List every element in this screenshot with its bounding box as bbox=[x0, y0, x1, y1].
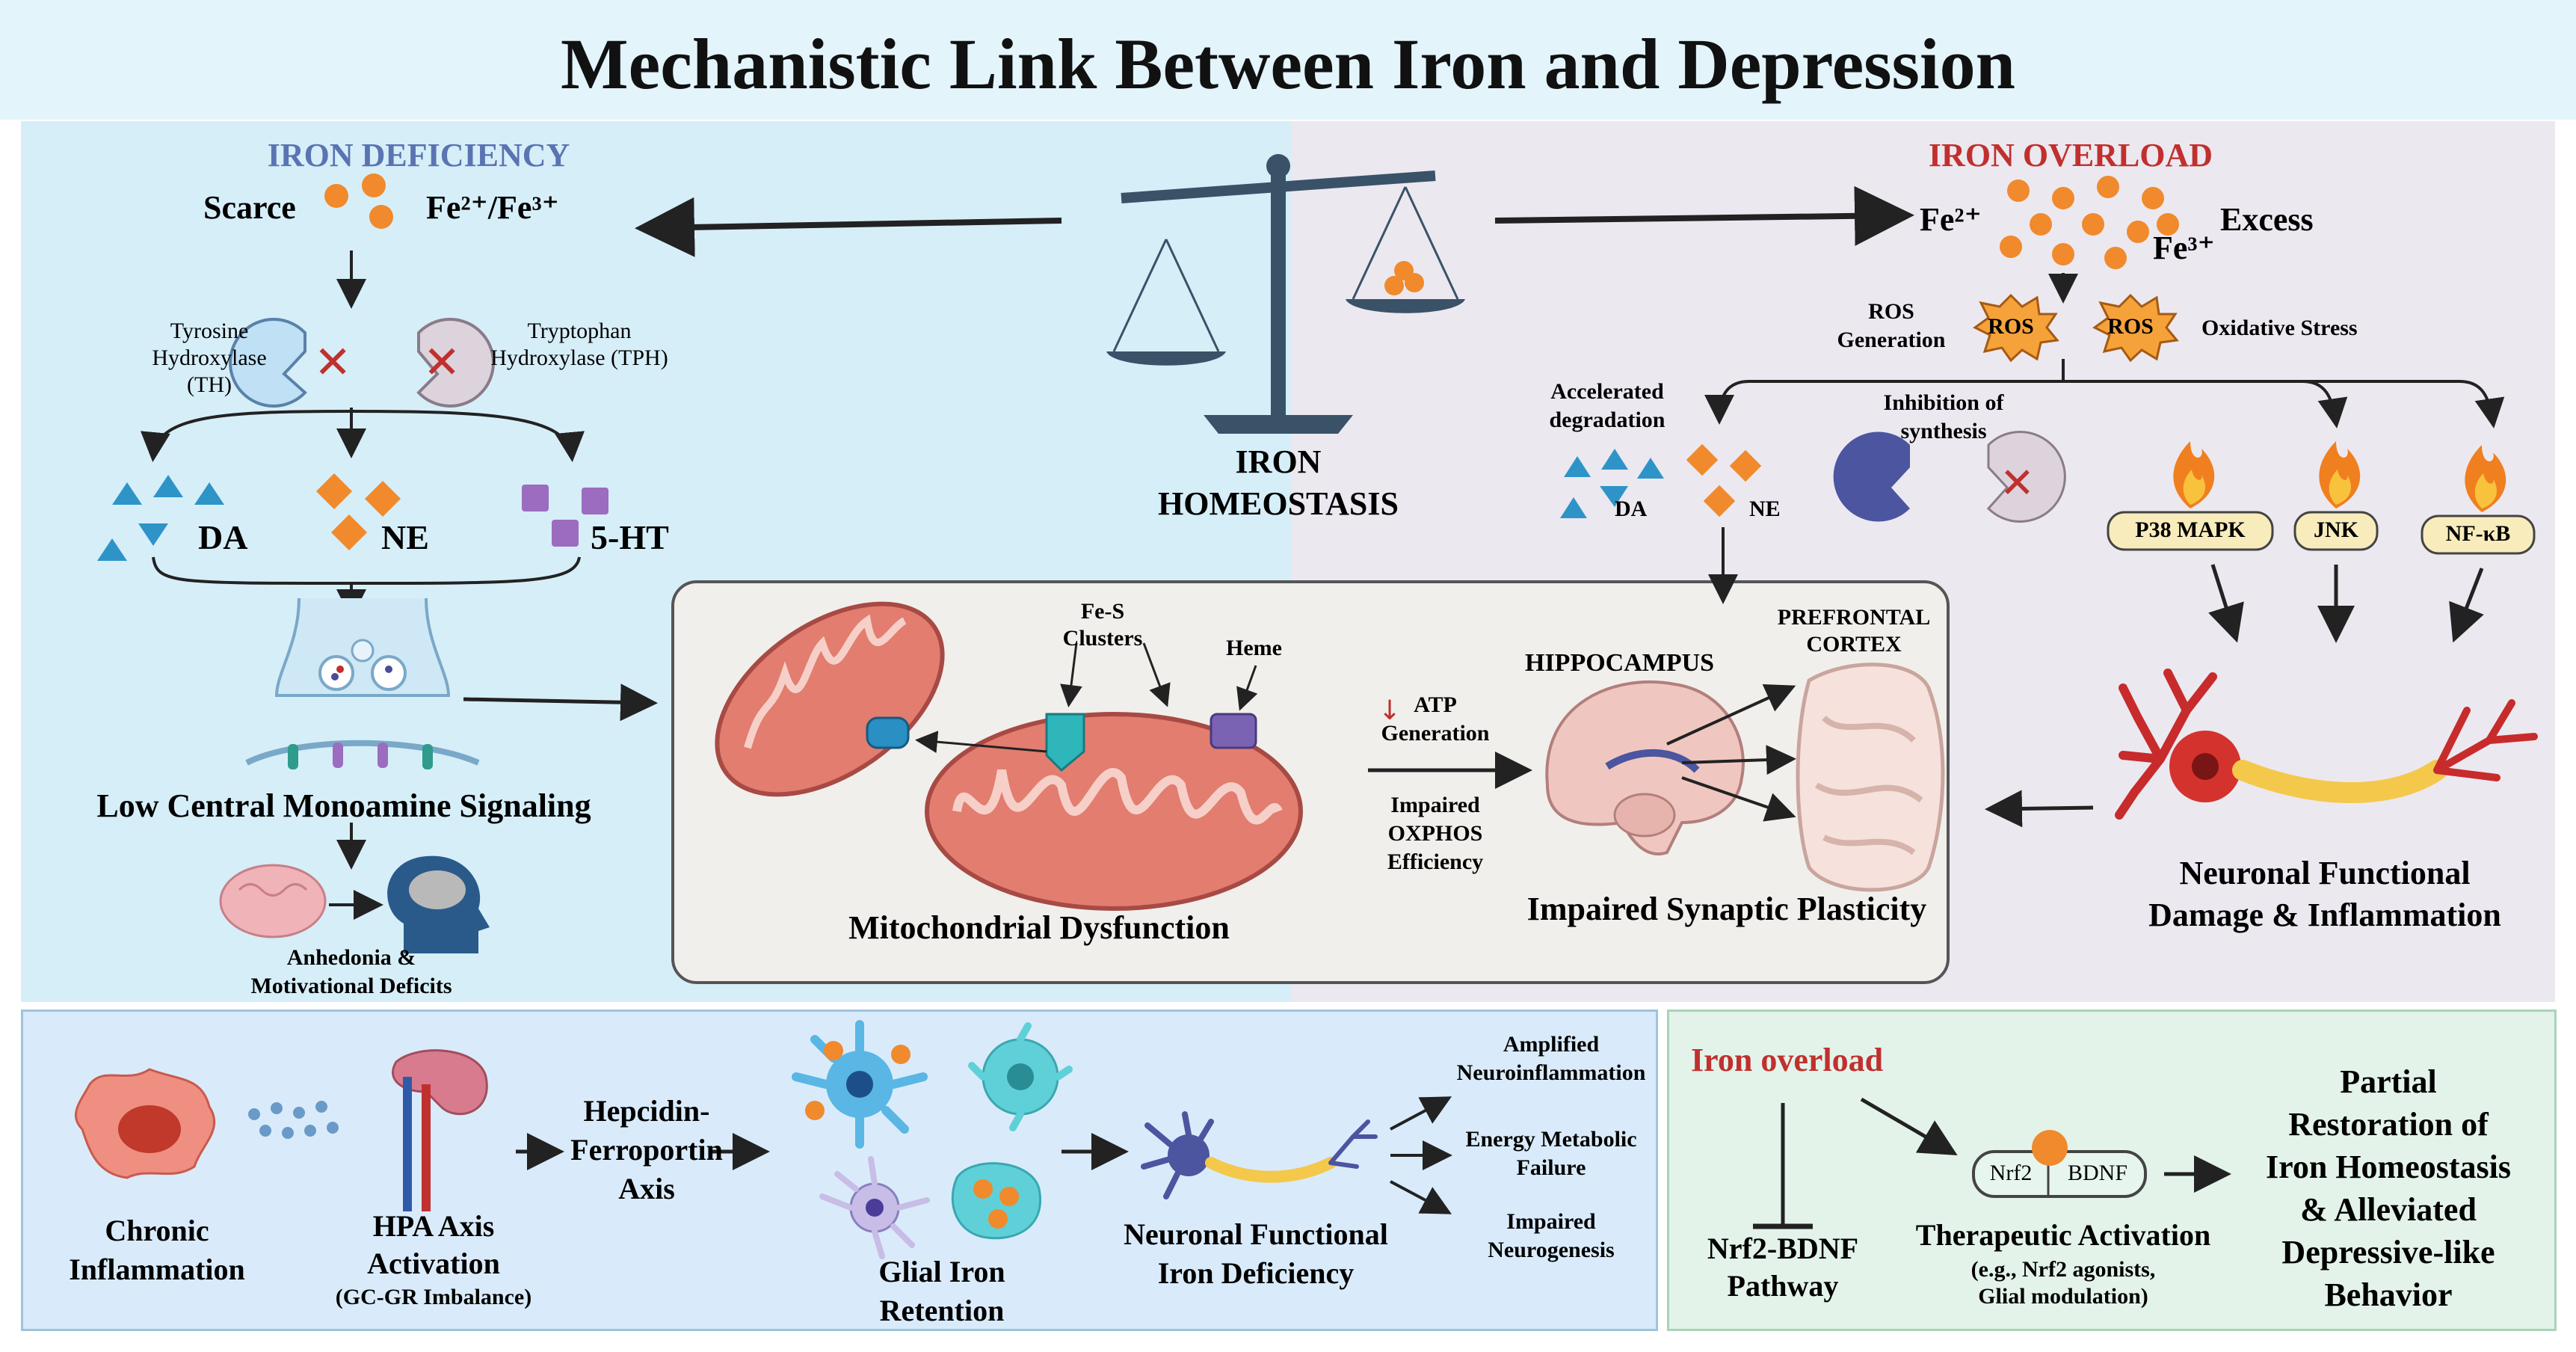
adrenal-kidney-icon bbox=[392, 1049, 488, 1211]
therapeutic-activation-label: Therapeutic Activation bbox=[1915, 1218, 2211, 1252]
inhibited-enzyme-blue-icon bbox=[1833, 431, 1910, 522]
da-triangles bbox=[97, 475, 224, 561]
arrow-to-deficiency bbox=[635, 197, 1062, 257]
nfkb-pill bbox=[2421, 514, 2536, 555]
oxidative-stress-label: Oxidative Stress bbox=[2201, 316, 2358, 340]
activator-dot bbox=[2032, 1130, 2068, 1166]
tph-enzyme-icon: ✕ bbox=[416, 318, 495, 408]
gc-gr-label: (GC-GR Imbalance) bbox=[335, 1285, 532, 1309]
anhedonia-label: Anhedonia &Motivational Deficits bbox=[250, 945, 452, 998]
accelerated-da-triangles bbox=[1560, 449, 1664, 518]
mitochondrion-small-icon bbox=[715, 601, 945, 797]
th-enzyme-icon: ✕ bbox=[229, 318, 351, 408]
ros-star-right bbox=[2092, 293, 2179, 363]
inflamed-cell-icon bbox=[74, 1068, 216, 1179]
inhibited-enzyme-grey-icon: ✕ bbox=[1986, 431, 2066, 523]
therapeutic-examples-label: (e.g., Nrf2 agonists,Glial modulation) bbox=[1970, 1257, 2156, 1309]
svg-text:✕: ✕ bbox=[2000, 459, 2035, 508]
arrow-to-overload bbox=[1494, 185, 1914, 246]
jnk-label: JNK bbox=[2314, 517, 2358, 542]
flame-icon-jnk bbox=[2319, 441, 2361, 508]
svg-text:✕: ✕ bbox=[314, 337, 351, 389]
prefrontal-slice-icon bbox=[1796, 663, 1945, 892]
scarce-label: Scarce bbox=[203, 189, 296, 226]
fe2-label: Fe²⁺ bbox=[1920, 201, 1982, 238]
glial-cell-round-icon bbox=[951, 1162, 1041, 1240]
brain-sagittal-icon bbox=[1545, 680, 1745, 855]
glial-cell-teal-icon bbox=[968, 1022, 1073, 1131]
glial-cell-blue-icon bbox=[792, 1020, 928, 1149]
synapse-icon bbox=[245, 597, 480, 769]
fe3-label: Fe³⁺ bbox=[2153, 230, 2215, 266]
mitochondrion-large-icon bbox=[925, 712, 1303, 911]
monoamine-signaling-label: Low Central Monoamine Signaling bbox=[96, 787, 591, 824]
iron-overload-heading: IRON OVERLOAD bbox=[1928, 137, 2213, 173]
page-title: Mechanistic Link Between Iron and Depres… bbox=[561, 24, 2015, 104]
balance-scale-icon bbox=[1106, 154, 1465, 434]
ros-label-left: ROS bbox=[1988, 314, 2034, 339]
da-label: DA bbox=[198, 518, 248, 556]
iron-overload-trigger-label: Iron overload bbox=[1691, 1042, 1884, 1078]
deficiency-ions-label: Fe²⁺/Fe³⁺ bbox=[426, 189, 559, 226]
accelerated-ne-label: NE bbox=[1749, 497, 1781, 521]
scarce-iron-dots bbox=[324, 173, 393, 229]
5ht-squares bbox=[522, 485, 608, 547]
p38-pill bbox=[2107, 511, 2274, 551]
nfkb-label: NF-κB bbox=[2445, 521, 2511, 546]
mitochondrial-dysfunction-label: Mitochondrial Dysfunction bbox=[848, 909, 1230, 946]
jnk-pill bbox=[2293, 511, 2379, 551]
svg-text:✕: ✕ bbox=[423, 337, 460, 389]
inflamed-neuron-icon bbox=[2115, 669, 2538, 820]
flame-icon-nfkb bbox=[2465, 445, 2506, 512]
accelerated-da-label: DA bbox=[1615, 497, 1648, 521]
p38-mapk-label: P38 MAPK bbox=[2135, 517, 2246, 542]
nrf2-label: Nrf2 bbox=[1989, 1161, 2033, 1185]
ros-label-right: ROS bbox=[2107, 314, 2154, 339]
synaptic-plasticity-label: Impaired Synaptic Plasticity bbox=[1526, 891, 1927, 927]
title-bar bbox=[0, 0, 2576, 120]
svg-text:↓: ↓ bbox=[1378, 695, 1401, 726]
glial-cell-lilac-icon bbox=[819, 1156, 930, 1259]
restoration-label: Partial Restoration of Iron Homeostasis … bbox=[2266, 1063, 2511, 1313]
heme-label: Heme bbox=[1226, 636, 1282, 660]
5ht-label: 5-HT bbox=[591, 518, 669, 556]
cytokine-dots bbox=[248, 1101, 339, 1139]
bdnf-label: BDNF bbox=[2067, 1161, 2128, 1185]
brain-small-icon bbox=[219, 864, 327, 938]
ne-label: NE bbox=[381, 518, 429, 556]
excess-label: Excess bbox=[2220, 201, 2314, 238]
ne-diamonds bbox=[315, 473, 401, 551]
flame-icon-p38 bbox=[2173, 441, 2215, 508]
head-silhouette-icon bbox=[387, 855, 490, 953]
neuron-icon bbox=[1141, 1111, 1378, 1199]
excess-iron-dots bbox=[2000, 176, 2179, 269]
iron-deficiency-heading: IRON DEFICIENCY bbox=[267, 137, 570, 173]
ros-star-left bbox=[1973, 293, 2059, 363]
hippocampus-label: HIPPOCAMPUS bbox=[1525, 649, 1715, 677]
